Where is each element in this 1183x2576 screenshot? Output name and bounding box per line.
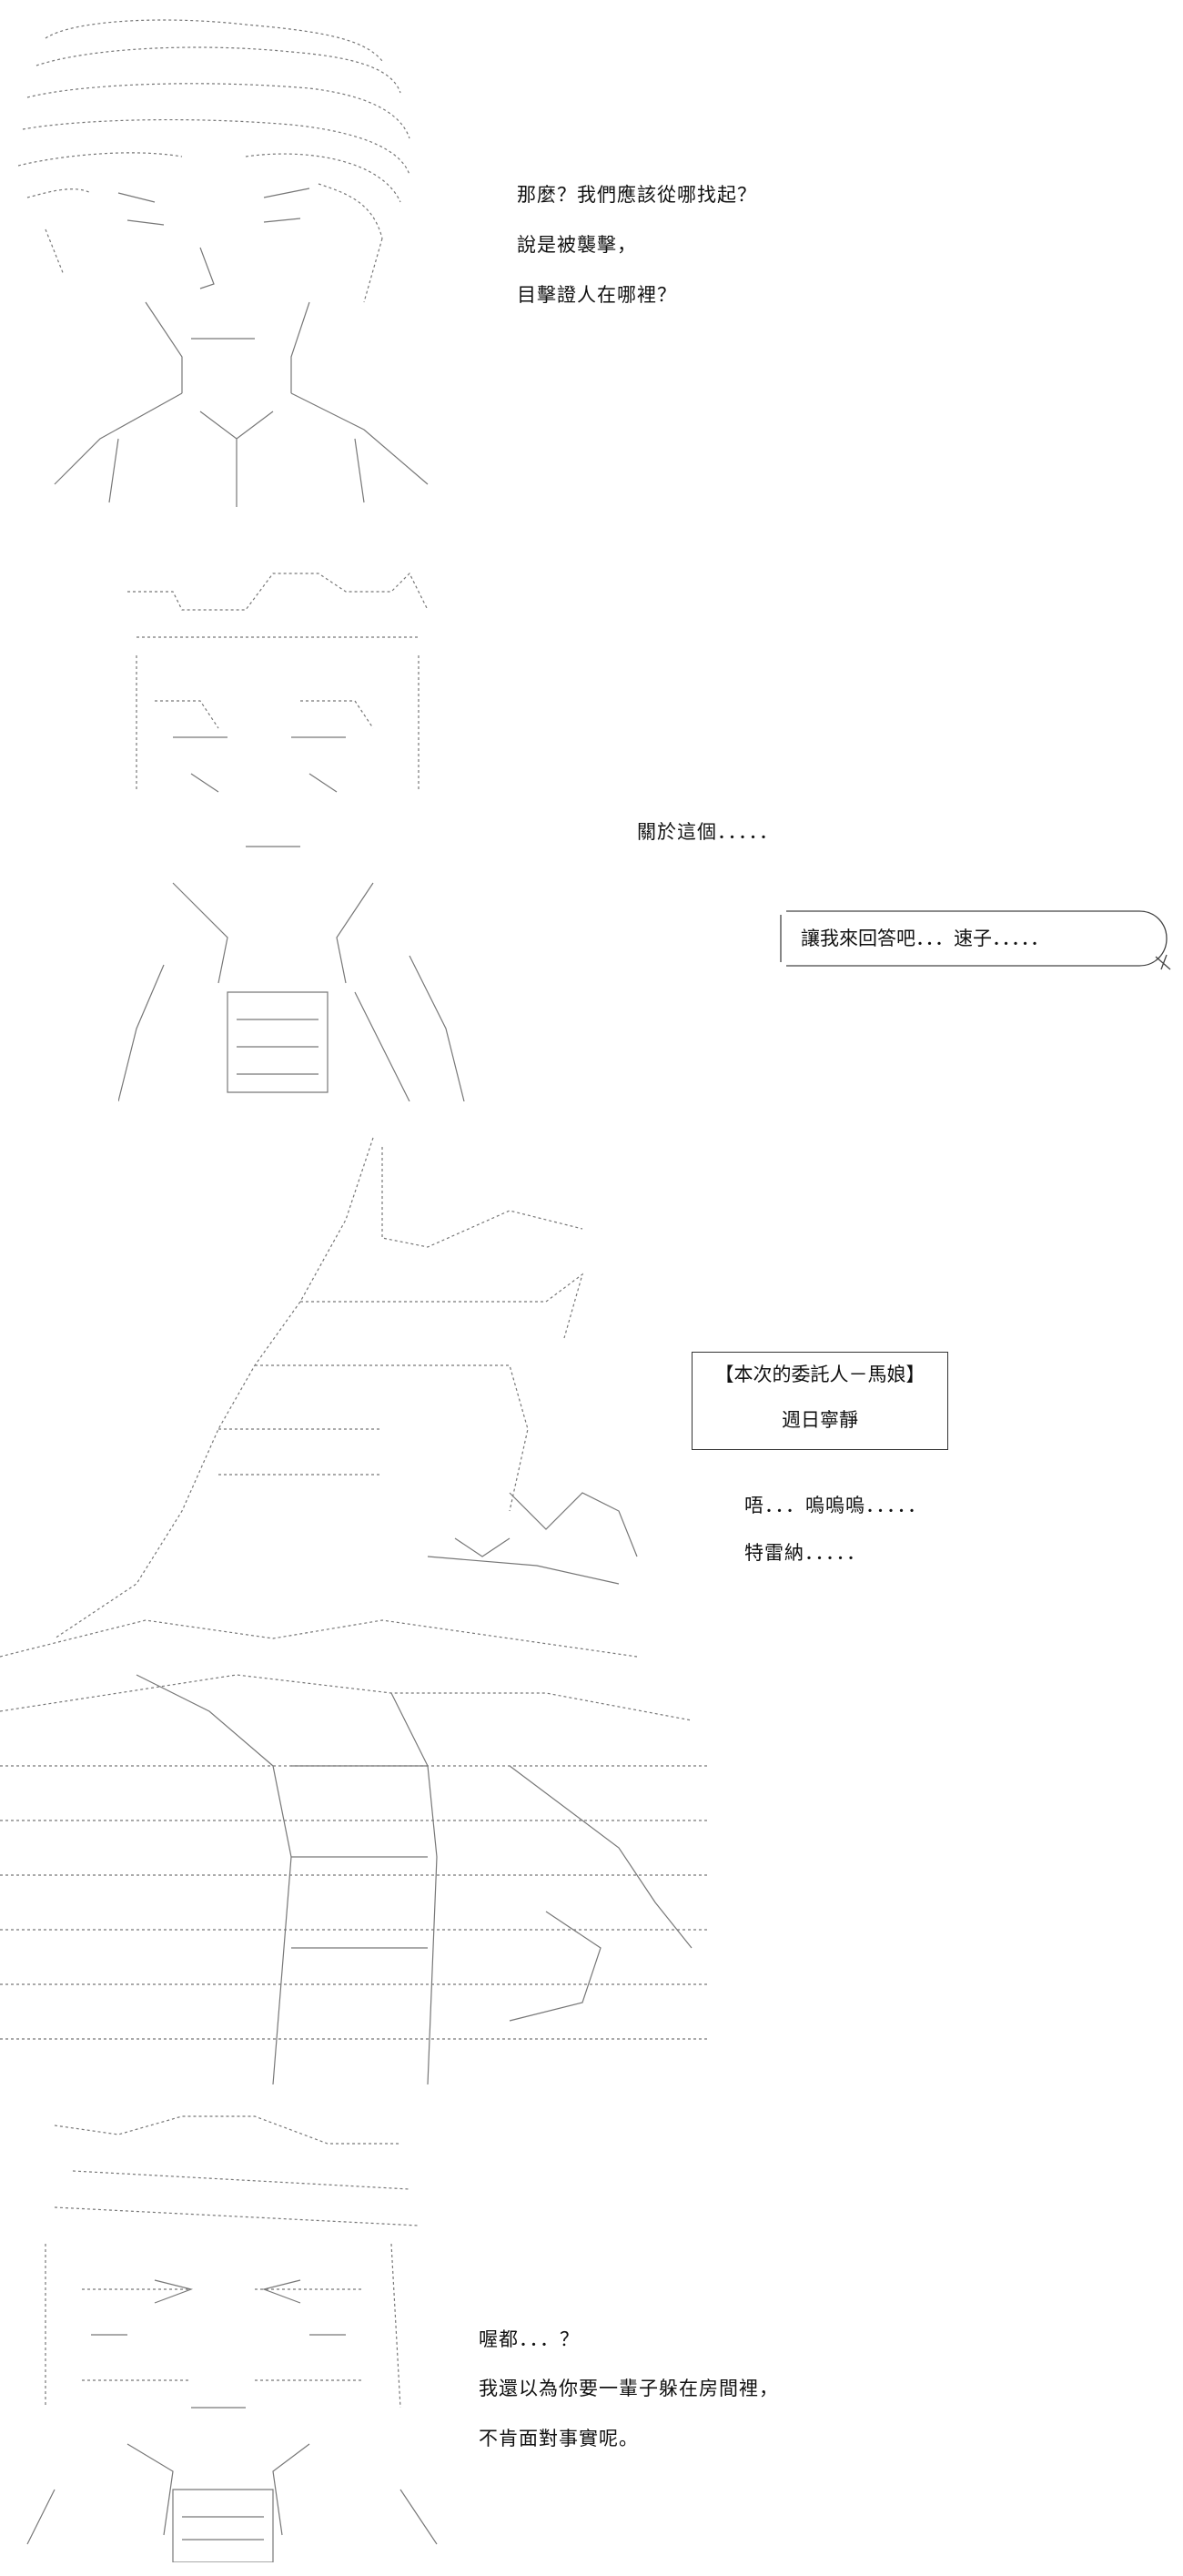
client-box-name: 週日寧靜 [782,1409,858,1431]
dialogue-line: 關於這個．．．．． [637,821,779,843]
ascii-art-character-1 [18,11,491,507]
panel-2: 關於這個．．．．． 讓我來回答吧．．．速子．．．．． [0,546,1183,1111]
client-info-box: 【本次的委託人－馬娘】 週日寧靜 [692,1352,948,1450]
panel-1: 那麼？我們應該從哪找起？ 說是被襲擊， 目擊證人在哪裡？ [0,0,1183,519]
dialogue-line: 不肯面對事實呢。 [479,2428,639,2449]
client-box-title: 【本次的委託人－馬娘】 [714,1364,925,1385]
dialogue-line: 唔．．．嗚嗚嗚．．．．． [744,1495,927,1516]
dialogue-line: 目擊證人在哪裡？ [517,284,677,306]
dialogue-line: 我還以為你要一輩子躲在房間裡， [479,2378,779,2399]
ascii-art-character-3 [0,1129,719,2094]
panel-4: 喔都．．．？ 我還以為你要一輩子躲在房間裡， 不肯面對事實呢。 [0,2103,1183,2576]
dialogue-line: 那麼？我們應該從哪找起？ [517,184,757,206]
ascii-art-character-4 [18,2107,473,2562]
dialogue-line: 說是被襲擊， [517,234,637,256]
panel-3: 【本次的委託人－馬娘】 週日寧靜 唔．．．嗚嗚嗚．．．．． 特雷納．．．．． [0,1129,1183,2094]
dialogue-line: 特雷納．．．．． [744,1542,866,1564]
dialogue-line: 喔都．．．？ [479,2328,580,2350]
ascii-art-character-2 [118,555,546,1101]
speech-bubble-text: 讓我來回答吧．．．速子．．．．． [801,928,1049,949]
